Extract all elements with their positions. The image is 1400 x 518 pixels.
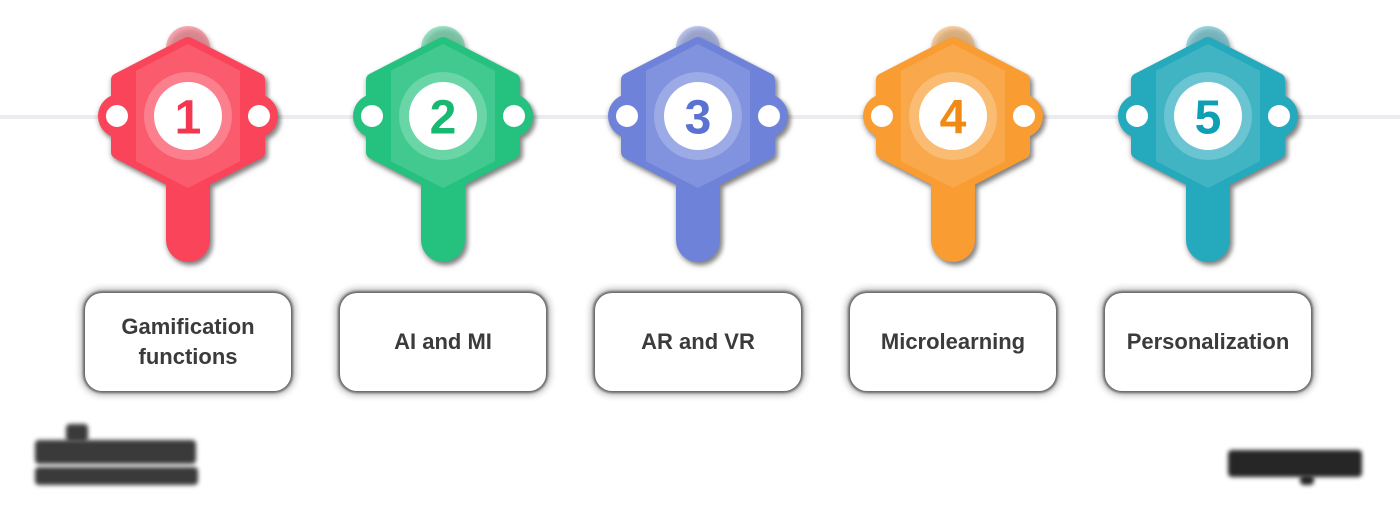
step-4-marker-icon: 4	[863, 26, 1043, 262]
step-3-label: AR and VR	[641, 329, 755, 355]
step-number: 3	[685, 92, 712, 145]
timeline-dot-right	[503, 105, 525, 127]
step-1-marker-icon: 1	[98, 26, 278, 262]
step-4-label: Microlearning	[880, 329, 1026, 355]
step-3-badge: 3	[588, 8, 808, 268]
step-number: 2	[430, 92, 457, 145]
timeline-dot-right	[1268, 105, 1290, 127]
logo-mark	[66, 424, 88, 442]
step-1-label: Gamification functions	[121, 314, 255, 369]
badge-number-circle	[919, 82, 987, 150]
step-5-marker-icon: 5	[1118, 26, 1298, 262]
step-1-badge: 1	[78, 8, 298, 268]
badge-number-circle	[154, 82, 222, 150]
step-2-badge: 2	[333, 8, 553, 268]
step-3-marker-icon: 3	[608, 26, 788, 262]
logo-wordmark	[35, 440, 196, 464]
timeline-dot-left	[361, 105, 383, 127]
step-4-card: Microlearning	[850, 293, 1056, 391]
timeline-dot-right	[248, 105, 270, 127]
timeline-dot-left	[616, 105, 638, 127]
badge-number-circle	[409, 82, 477, 150]
timeline-dot-left	[1126, 105, 1148, 127]
timeline-dot-right	[758, 105, 780, 127]
badge-number-circle	[664, 82, 732, 150]
logo-tagline	[35, 467, 198, 485]
step-3-card: AR and VR	[595, 293, 801, 391]
step-number: 1	[175, 92, 202, 145]
step-5-label: Personalization	[1126, 329, 1290, 355]
step-number: 5	[1195, 92, 1222, 145]
badge-number-circle	[1174, 82, 1242, 150]
step-number: 4	[940, 92, 967, 145]
timeline-dot-left	[106, 105, 128, 127]
timeline-dot-right	[1013, 105, 1035, 127]
step-2-marker-icon: 2	[353, 26, 533, 262]
logo-descender	[1300, 475, 1314, 485]
timeline-dot-left	[871, 105, 893, 127]
step-2-label: AI and MI	[394, 329, 492, 355]
step-1-card: Gamification functions	[85, 293, 291, 391]
step-5-card: Personalization	[1105, 293, 1311, 391]
step-4-badge: 4	[843, 8, 1063, 268]
step-2-card: AI and MI	[340, 293, 546, 391]
step-5-badge: 5	[1098, 8, 1318, 268]
logo-wordmark	[1228, 450, 1362, 477]
